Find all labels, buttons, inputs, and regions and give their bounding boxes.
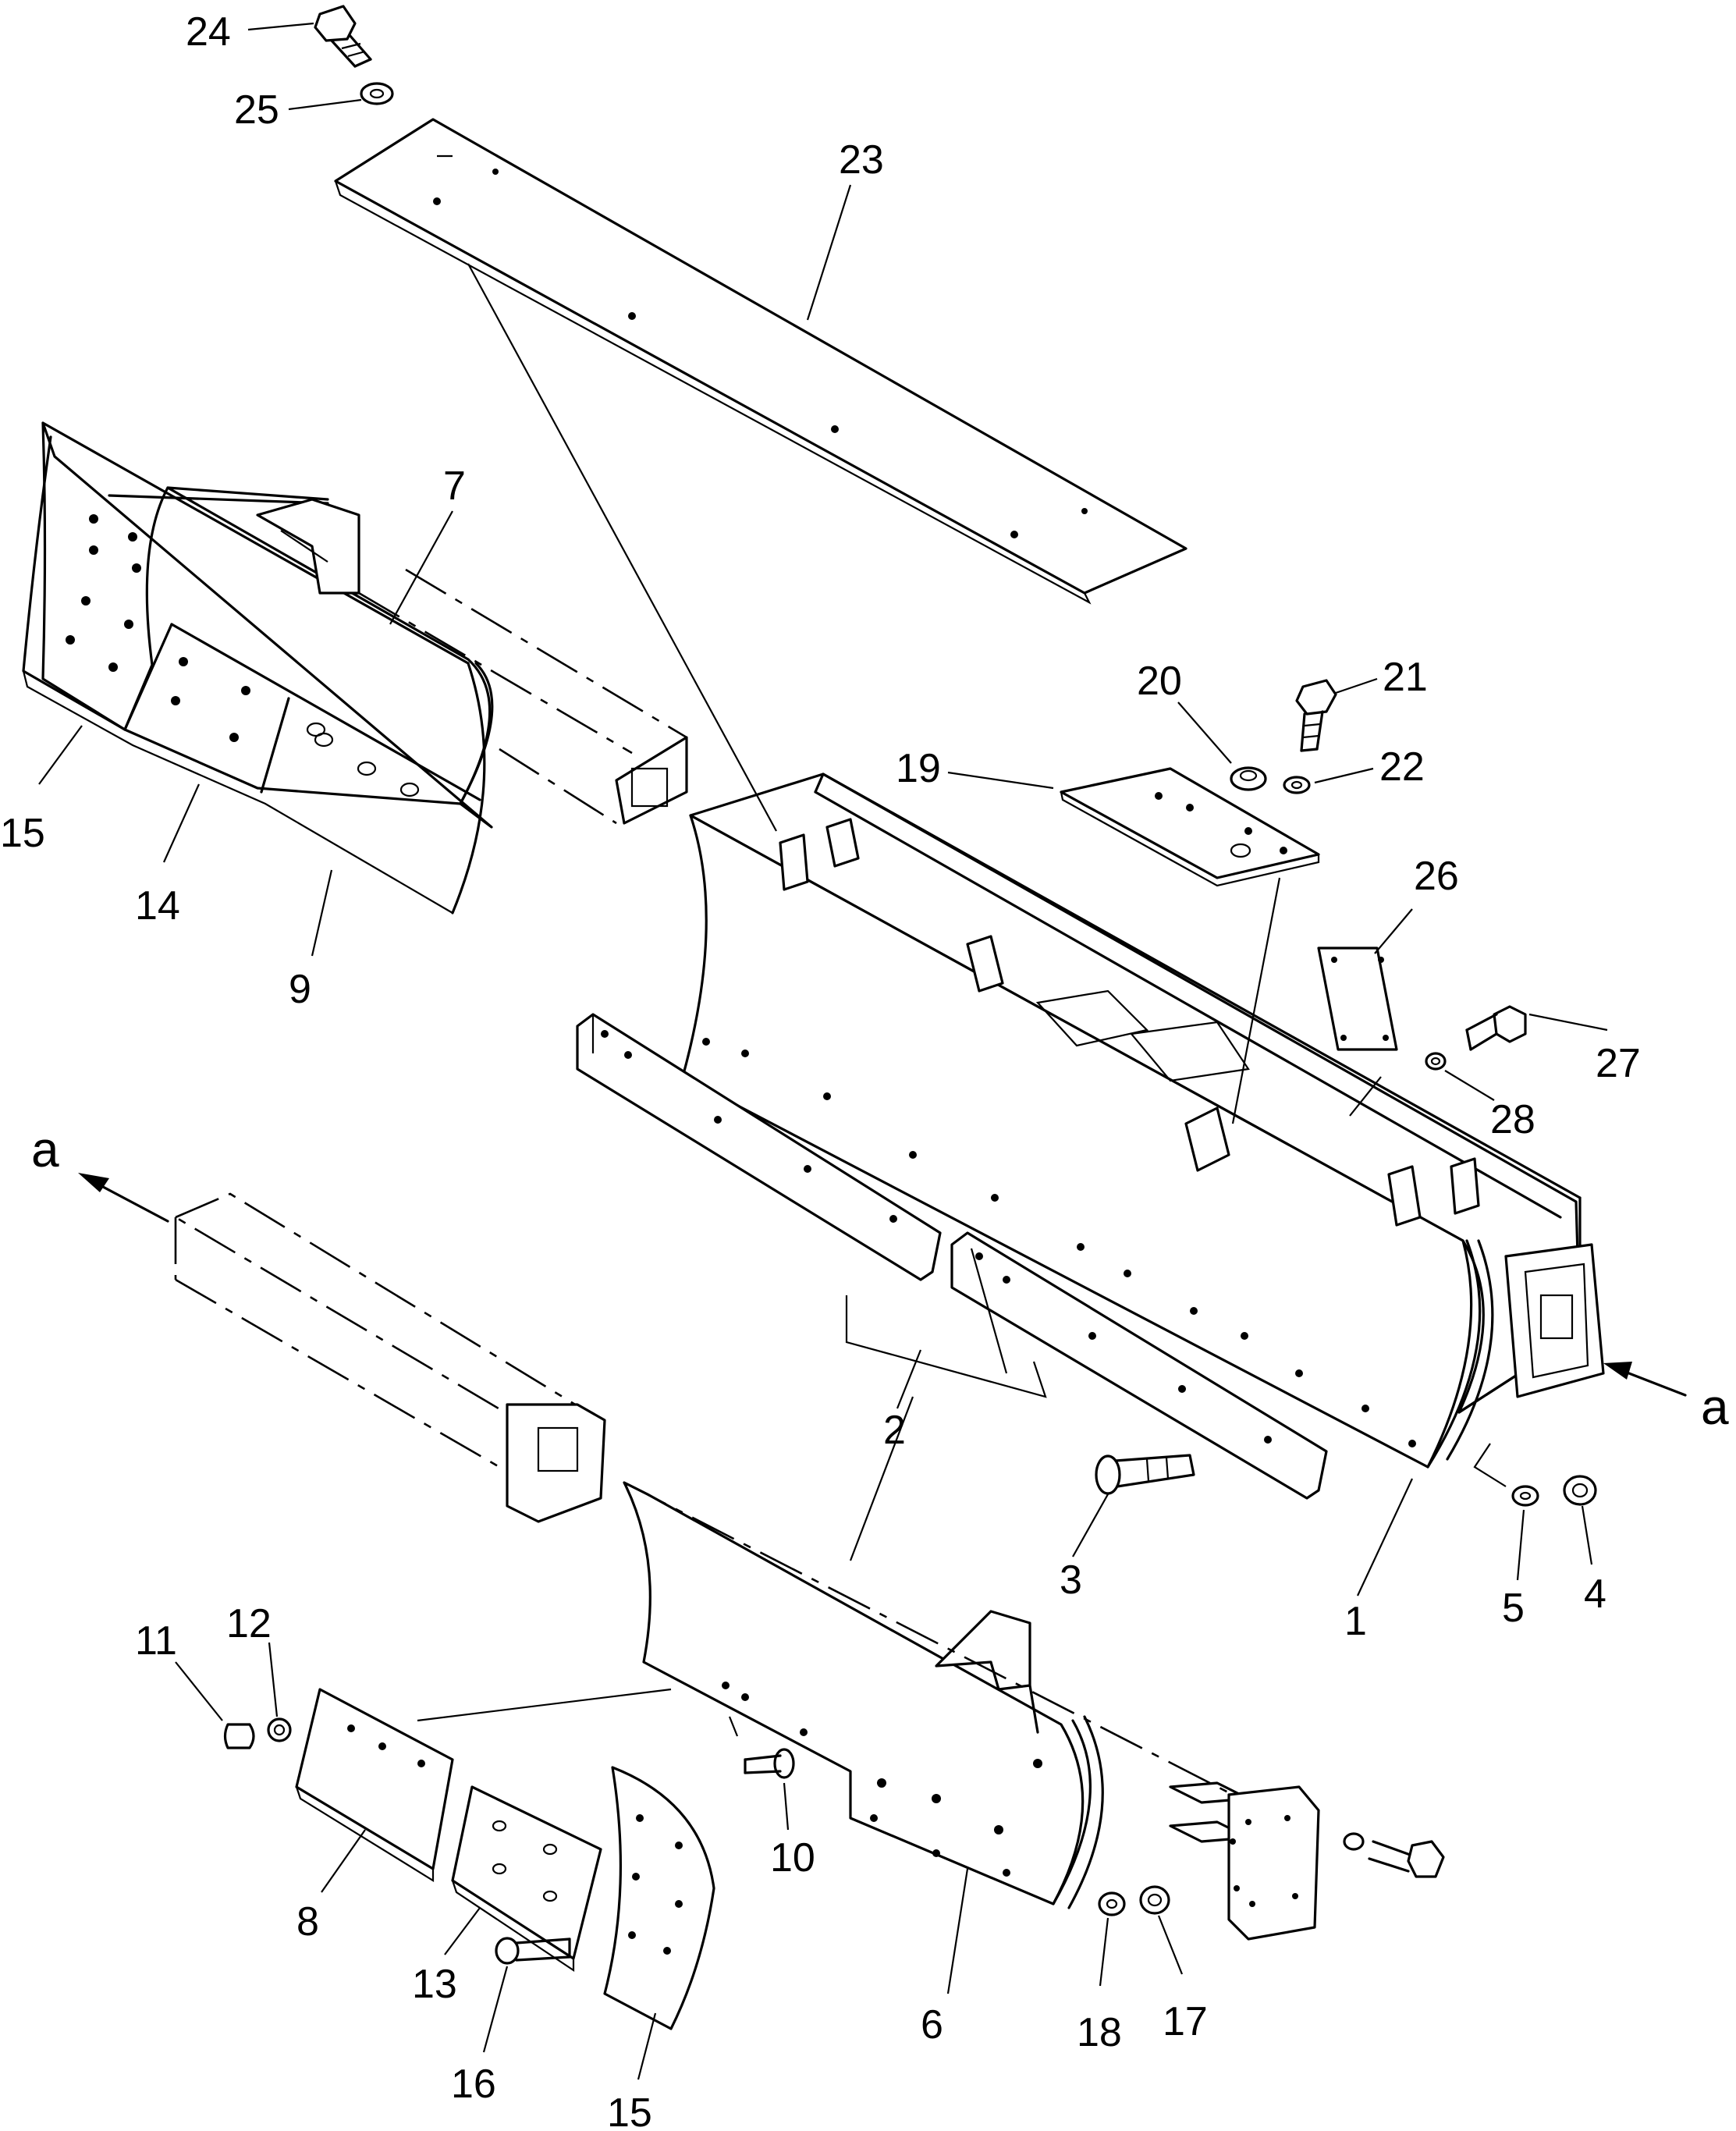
washer-5 — [1511, 1485, 1539, 1507]
view-marker-left: a — [31, 1121, 59, 1177]
washer-22 — [1283, 776, 1311, 794]
washer-18 — [1098, 1891, 1126, 1916]
label-6: 6 — [921, 2002, 943, 2048]
reference-lines — [417, 263, 1507, 1796]
label-4: 4 — [1584, 1572, 1606, 1617]
mounting-bracket — [1169, 1781, 1320, 1941]
bolt-21 — [1295, 679, 1337, 752]
tube-7 — [358, 568, 688, 825]
label-10: 10 — [770, 1835, 815, 1881]
right-blade-assembly-6 — [623, 1481, 1104, 1909]
label-8: 8 — [296, 1899, 319, 1945]
label-7: 7 — [443, 463, 466, 509]
label-20: 20 — [1137, 659, 1182, 704]
label-5: 5 — [1502, 1586, 1525, 1631]
leader-lines — [38, 22, 1608, 2080]
nut-17 — [1139, 1885, 1170, 1915]
washer-12 — [267, 1717, 292, 1742]
bolt-16 — [495, 1937, 571, 1965]
view-arrow-left: a — [31, 1121, 169, 1223]
label-25: 25 — [234, 87, 279, 133]
label-26: 26 — [1414, 854, 1459, 899]
cover-plate-26 — [1317, 947, 1398, 1051]
label-17: 17 — [1163, 1999, 1208, 2044]
label-22: 22 — [1379, 744, 1425, 790]
label-21: 21 — [1383, 655, 1428, 700]
plate-19 — [1060, 767, 1320, 887]
nut-4 — [1563, 1475, 1597, 1506]
bolt-10 — [744, 1748, 795, 1779]
view-marker-right: a — [1701, 1379, 1729, 1435]
end-bit-8 — [295, 1688, 454, 1882]
label-3: 3 — [1060, 1557, 1082, 1603]
label-13: 13 — [412, 1962, 457, 2007]
nut-20 — [1230, 766, 1267, 791]
cutting-edge-2 — [576, 1013, 1328, 1500]
top-cover-plate-23 — [334, 118, 1188, 605]
view-arrow-right: a — [1603, 1362, 1729, 1435]
main-blade-frame-1 — [681, 772, 1605, 1469]
left-blade-assembly — [22, 421, 494, 915]
label-19: 19 — [896, 746, 941, 791]
plug-11 — [223, 1723, 255, 1749]
label-11: 11 — [135, 1618, 177, 1664]
side-bolt — [1343, 1832, 1445, 1878]
bolt-24 — [314, 5, 372, 68]
label-14: 14 — [135, 883, 180, 929]
label-2: 2 — [883, 1408, 906, 1453]
label-9: 9 — [289, 967, 311, 1012]
callout-labels: 24 25 23 7 15 14 9 19 20 21 22 26 27 28 … — [0, 9, 1641, 2131]
label-15-lower: 15 — [607, 2090, 652, 2131]
washer-28 — [1425, 1052, 1447, 1071]
tube-lower — [173, 1192, 606, 1523]
end-bit-13 — [451, 1785, 602, 1973]
label-18: 18 — [1077, 2010, 1122, 2055]
label-23: 23 — [839, 137, 884, 183]
bolt-27 — [1465, 1005, 1527, 1051]
bolt-3 — [1095, 1454, 1195, 1495]
label-27: 27 — [1596, 1041, 1641, 1086]
label-1: 1 — [1344, 1599, 1367, 1644]
label-12: 12 — [226, 1601, 272, 1646]
label-24: 24 — [186, 9, 231, 55]
label-16: 16 — [451, 2062, 496, 2107]
label-28: 28 — [1490, 1097, 1535, 1142]
end-bit-15-lower — [603, 1766, 715, 2030]
label-15-upper: 15 — [0, 811, 45, 856]
washer-25 — [360, 82, 394, 105]
